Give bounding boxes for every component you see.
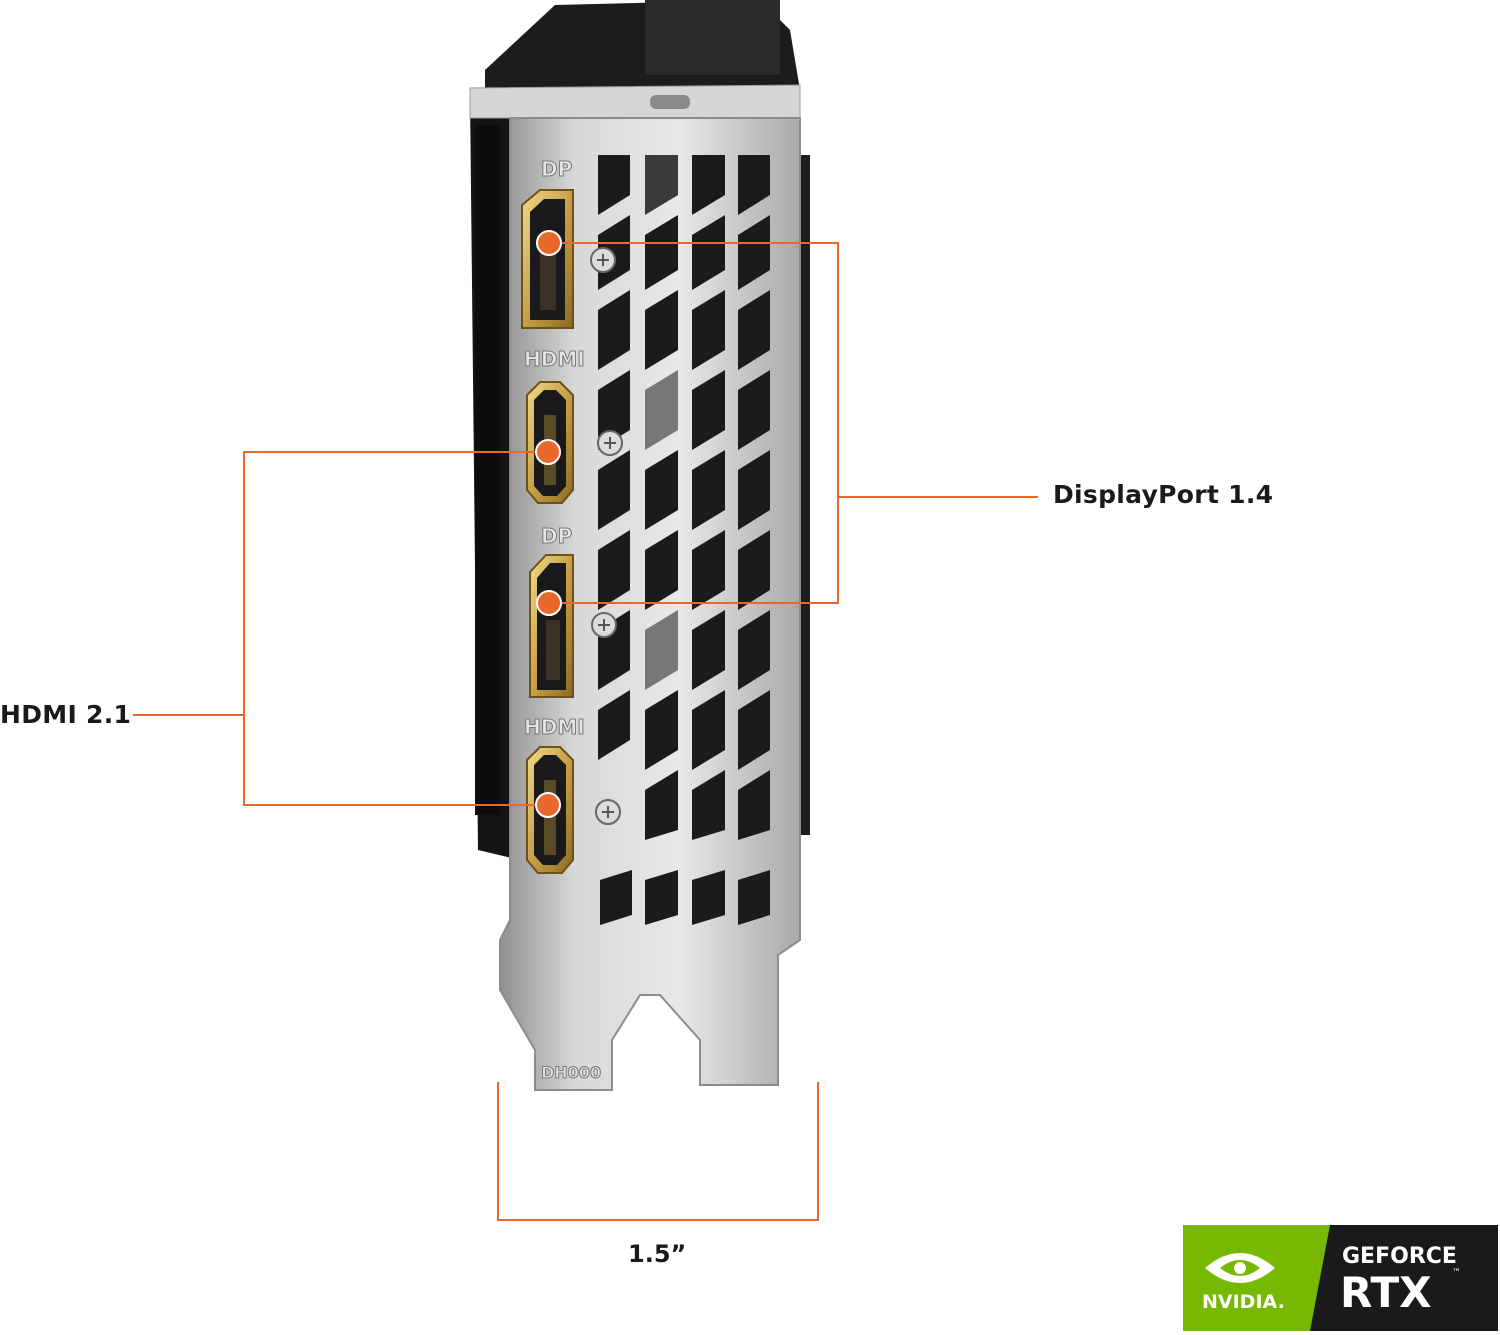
screw-crosses — [597, 254, 616, 818]
displayport-callout-label: DisplayPort 1.4 — [1053, 480, 1274, 509]
callout-dots — [535, 230, 562, 818]
trademark-symbol: ™ — [1452, 1268, 1461, 1278]
bracket-code: DH000 — [541, 1063, 601, 1082]
port-dp-2 — [529, 554, 574, 698]
geforce-text: GEFORCE — [1342, 1244, 1457, 1269]
port-hdmi-1 — [526, 381, 574, 504]
rtx-text: RTX — [1340, 1268, 1432, 1317]
port-label-dp-2: DP — [541, 524, 572, 548]
geforce-rtx-badge: NVIDIA. GEFORCE RTX ™ — [1183, 1225, 1498, 1331]
nvidia-wordmark: NVIDIA. — [1202, 1291, 1285, 1313]
cooler-shroud — [470, 0, 810, 860]
port-label-hdmi-1: HDMI — [524, 347, 585, 371]
nvidia-eye-icon — [1205, 1253, 1275, 1283]
port-label-dp-top: DP — [541, 157, 572, 181]
callout-lines — [133, 242, 1038, 1221]
port-dp-1 — [521, 189, 574, 329]
bracket-width-label: 1.5” — [628, 1240, 687, 1268]
port-label-hdmi-2: HDMI — [524, 715, 585, 739]
hdmi-callout-label: HDMI 2.1 — [0, 700, 132, 729]
bracket-flange — [469, 84, 801, 119]
